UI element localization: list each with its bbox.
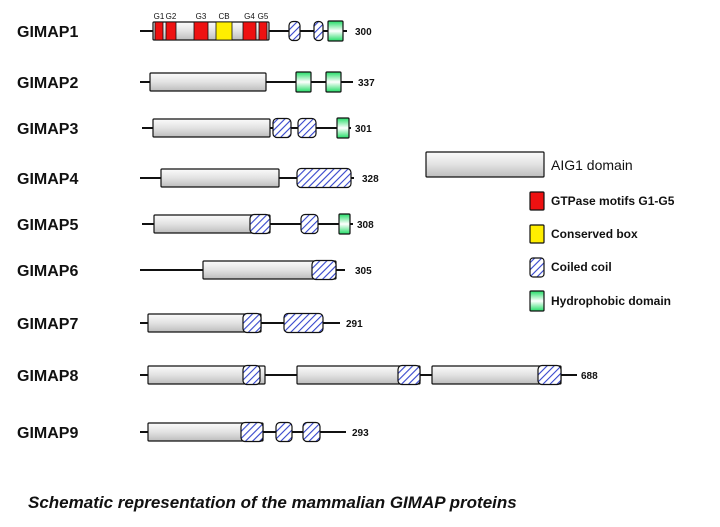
aig1-domain xyxy=(152,118,271,138)
protein-row-gimap4: GIMAP4 328 xyxy=(17,167,379,189)
coiled-coil-domain xyxy=(242,312,262,334)
aig1-domain xyxy=(152,21,270,41)
coiled-coil-domain xyxy=(288,20,301,42)
legend-label: GTPase motifs G1-G5 xyxy=(551,194,675,208)
gtpase-motif xyxy=(242,21,257,41)
gtpase-motif xyxy=(193,21,209,41)
motif-label: G3 xyxy=(196,12,207,21)
protein-row-gimap6: GIMAP6 305 xyxy=(17,259,372,281)
coiled-coil-domain xyxy=(275,421,293,443)
gtpase-motif xyxy=(258,21,268,41)
motif-label: CB xyxy=(218,12,229,21)
legend-item-hydrophobic: Hydrophobic domain xyxy=(529,290,671,312)
protein-length: 300 xyxy=(355,27,372,38)
protein-name: GIMAP3 xyxy=(17,121,78,138)
protein-name: GIMAP1 xyxy=(17,24,78,41)
coiled-coil-domain xyxy=(313,20,324,42)
protein-length: 301 xyxy=(355,124,372,135)
protein-row-gimap3: GIMAP3 301 xyxy=(17,117,372,139)
protein-name: GIMAP9 xyxy=(17,425,78,442)
coiled-coil-domain xyxy=(283,312,324,334)
conserved-box xyxy=(215,21,233,41)
hydrophobic-domain xyxy=(295,71,312,93)
motif-label: G4 xyxy=(244,12,255,21)
protein-name: GIMAP7 xyxy=(17,316,78,333)
protein-name: GIMAP4 xyxy=(17,171,78,188)
protein-name: GIMAP2 xyxy=(17,75,78,92)
hydrophobic-domain xyxy=(327,20,344,42)
legend-swatch xyxy=(529,224,545,244)
legend-swatch xyxy=(425,151,545,178)
gtpase-motif xyxy=(165,21,177,41)
legend-item-conserved: Conserved box xyxy=(529,224,638,244)
hydrophobic-domain xyxy=(336,117,350,139)
legend-swatch xyxy=(529,290,545,312)
protein-length: 308 xyxy=(357,220,374,231)
protein-row-gimap2: GIMAP2 337 xyxy=(17,71,375,93)
legend-item-gtpase: GTPase motifs G1-G5 xyxy=(529,191,675,211)
coiled-coil-domain xyxy=(240,421,264,443)
coiled-coil-domain xyxy=(537,364,562,386)
gtpase-motif xyxy=(154,21,164,41)
legend-swatch xyxy=(529,191,545,211)
protein-length: 337 xyxy=(358,78,375,89)
legend-label: AIG1 domain xyxy=(551,157,633,173)
protein-row-gimap7: GIMAP7 291 xyxy=(17,312,363,334)
legend-item-coiled: Coiled coil xyxy=(529,257,612,278)
protein-length: 305 xyxy=(355,266,372,277)
protein-row-gimap9: GIMAP9 293 xyxy=(17,421,369,443)
protein-length: 293 xyxy=(352,428,369,439)
motif-label: G5 xyxy=(258,12,269,21)
aig1-domain xyxy=(149,72,267,92)
legend-swatch xyxy=(529,257,545,278)
aig1-domain xyxy=(147,365,266,385)
motif-label: G2 xyxy=(166,12,177,21)
aig1-domain xyxy=(160,168,280,188)
coiled-coil-domain xyxy=(272,117,292,139)
coiled-coil-domain xyxy=(300,213,319,235)
protein-length: 328 xyxy=(362,174,379,185)
protein-name: GIMAP6 xyxy=(17,263,78,280)
protein-length: 291 xyxy=(346,319,363,330)
motif-label: G1 xyxy=(154,12,165,21)
protein-row-gimap5: GIMAP5 308 xyxy=(17,213,374,235)
protein-name: GIMAP5 xyxy=(17,217,78,234)
coiled-coil-domain xyxy=(296,167,352,189)
legend-item-aig1: AIG1 domain xyxy=(425,151,633,178)
coiled-coil-domain xyxy=(297,117,317,139)
protein-length: 688 xyxy=(581,371,598,382)
coiled-coil-domain xyxy=(397,364,421,386)
legend-label: Hydrophobic domain xyxy=(551,294,671,308)
hydrophobic-domain xyxy=(325,71,342,93)
coiled-coil-domain xyxy=(302,421,321,443)
coiled-coil-domain xyxy=(249,213,271,235)
coiled-coil-domain xyxy=(311,259,337,281)
protein-row-gimap8: GIMAP8 688 xyxy=(17,364,598,386)
protein-name: GIMAP8 xyxy=(17,368,78,385)
hydrophobic-domain xyxy=(338,213,351,235)
caption: Schematic representation of the mammalia… xyxy=(28,493,517,512)
coiled-coil-domain xyxy=(242,364,261,386)
legend-label: Coiled coil xyxy=(551,260,612,274)
legend-label: Conserved box xyxy=(551,227,638,241)
